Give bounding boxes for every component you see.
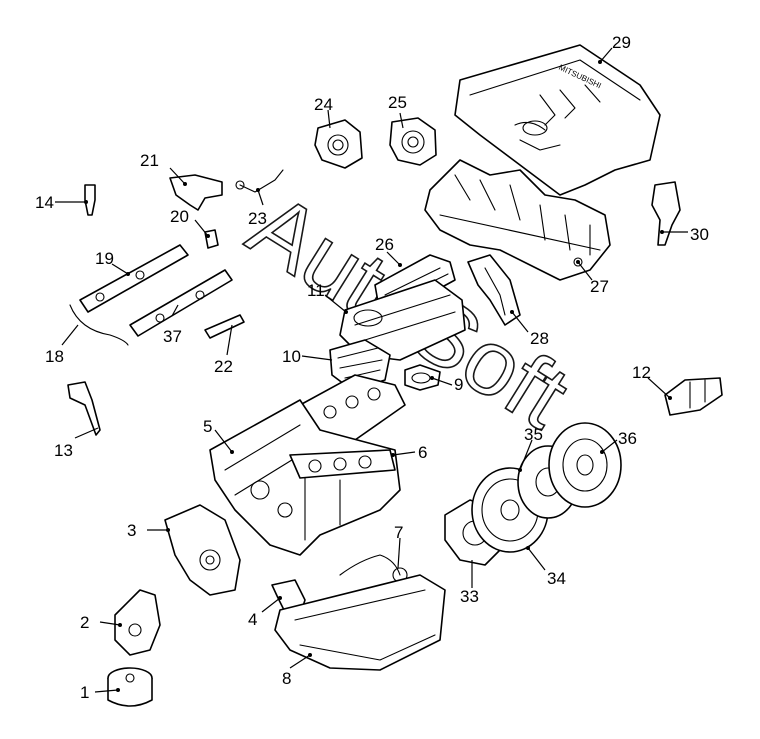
callout-35: 35 bbox=[524, 425, 543, 444]
callout-7: 7 bbox=[394, 523, 403, 542]
part-24-throttle-body bbox=[314, 119, 363, 169]
callout-2: 2 bbox=[80, 613, 89, 632]
part-30-ignition-coil bbox=[651, 181, 681, 246]
callout-37: 37 bbox=[163, 327, 182, 346]
callout-21: 21 bbox=[140, 151, 159, 170]
part-1-oil-filter bbox=[107, 667, 153, 707]
part-20-sensor bbox=[204, 229, 219, 249]
part-11-valve-cover bbox=[339, 279, 466, 361]
callout-36: 36 bbox=[618, 429, 637, 448]
callout-34: 34 bbox=[547, 569, 566, 588]
callout-8: 8 bbox=[282, 669, 291, 688]
part-6-head-gasket bbox=[289, 449, 396, 479]
callout-29: 29 bbox=[612, 33, 631, 52]
part-25-throttle-body bbox=[389, 117, 437, 166]
part-21-bracket bbox=[169, 174, 223, 211]
callout-25: 25 bbox=[388, 93, 407, 112]
callout-33: 33 bbox=[460, 587, 479, 606]
part-29-engine-cover: MITSUBISHI bbox=[454, 44, 661, 196]
callout-26: 26 bbox=[375, 235, 394, 254]
part-18-fuel-pipe bbox=[69, 304, 129, 346]
part-7-dipstick bbox=[339, 554, 408, 583]
callout-10: 10 bbox=[282, 347, 301, 366]
part-23-sensor-lead bbox=[235, 169, 284, 193]
part-8-oil-pan bbox=[274, 574, 446, 671]
callout-4: 4 bbox=[248, 610, 257, 629]
callout-18: 18 bbox=[45, 347, 64, 366]
callout-13: 13 bbox=[54, 441, 73, 460]
leader-lines bbox=[55, 47, 688, 693]
part-14-sensor bbox=[84, 184, 96, 216]
part-12-starter-motor bbox=[664, 377, 723, 416]
callout-30: 30 bbox=[690, 225, 709, 244]
callout-24: 24 bbox=[314, 95, 333, 114]
callout-9: 9 bbox=[454, 375, 463, 394]
callout-22: 22 bbox=[214, 357, 233, 376]
part-37-fuel-rail bbox=[129, 269, 233, 337]
callout-1: 1 bbox=[80, 683, 89, 702]
part-13-pipe bbox=[67, 381, 101, 436]
callout-27: 27 bbox=[590, 277, 609, 296]
callout-14: 14 bbox=[35, 193, 54, 212]
callout-6: 6 bbox=[418, 443, 427, 462]
callout-3: 3 bbox=[127, 521, 136, 540]
callout-20: 20 bbox=[170, 207, 189, 226]
callout-23: 23 bbox=[248, 209, 267, 228]
part-36-pressure-plate bbox=[548, 422, 622, 508]
callout-5: 5 bbox=[203, 417, 212, 436]
part-2-filter-bracket bbox=[114, 589, 161, 656]
part-9-gasket bbox=[404, 364, 441, 391]
part-27-intake-manifold bbox=[424, 159, 611, 281]
part-19-fuel-rail bbox=[79, 244, 189, 313]
part-3-oil-pump bbox=[164, 504, 241, 596]
callout-labels: 1 2 3 4 5 6 7 8 9 10 11 12 13 14 21 19 2… bbox=[35, 33, 709, 702]
callout-19: 19 bbox=[95, 249, 114, 268]
callout-11: 11 bbox=[307, 281, 325, 300]
leader-dots bbox=[84, 60, 672, 692]
part-22-sensor bbox=[204, 314, 245, 339]
callout-28: 28 bbox=[530, 329, 549, 348]
part-28-bracket bbox=[467, 254, 521, 326]
callout-12: 12 bbox=[632, 363, 651, 382]
